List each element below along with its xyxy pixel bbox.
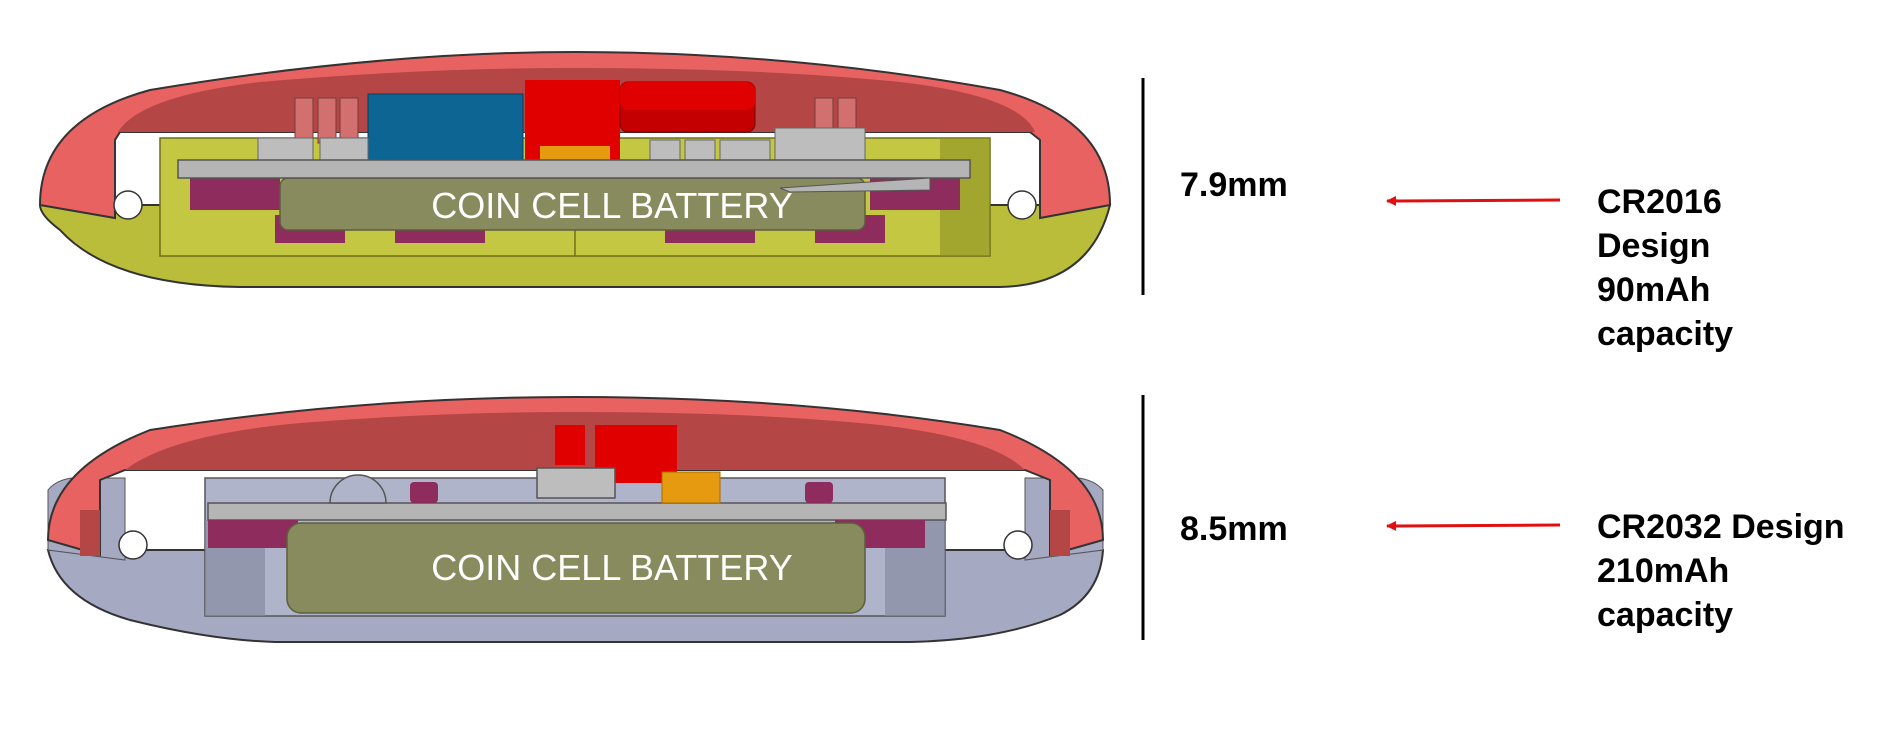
cr2032-orange-component	[661, 471, 721, 504]
cr2032-spec-label: CR2032 Design 210mAh capacity	[1597, 508, 1854, 634]
cr2016-spec-line: CR2016	[1597, 183, 1722, 221]
cr2016-spec-line: 90mAh	[1597, 271, 1710, 309]
cr2032-coin-cell-battery	[286, 522, 866, 614]
cr2016-pointer-arrow	[1386, 195, 1561, 206]
cr2032-spec-line: 210mAh	[1597, 552, 1729, 590]
cr2032-spec-line: capacity	[1597, 596, 1733, 634]
cr2016-device-cross-section: COIN CELL BATTERY	[38, 50, 1112, 288]
cr2032-device-cross-section: COIN CELL BATTERY	[46, 395, 1105, 643]
cr2016-pcb	[177, 159, 971, 179]
cr2016-battery-label: COIN CELL BATTERY	[431, 185, 792, 226]
cr2032-spec-line: CR2032 Design	[1597, 508, 1845, 546]
cr2016-blue-component	[367, 93, 524, 163]
cr2032-thickness-label: 8.5mm	[1180, 510, 1288, 548]
cr2016-spec-line: capacity	[1597, 315, 1733, 353]
cr2016-spec-line: Design	[1597, 227, 1710, 265]
cr2032-pcb	[207, 502, 947, 521]
cr2016-spec-label: CR2016 Design 90mAh capacity	[1597, 183, 1733, 353]
cr2032-pointer-arrow	[1386, 520, 1561, 531]
cr2032-battery-label: COIN CELL BATTERY	[431, 547, 792, 588]
cr2016-thickness-label: 7.9mm	[1180, 166, 1288, 204]
